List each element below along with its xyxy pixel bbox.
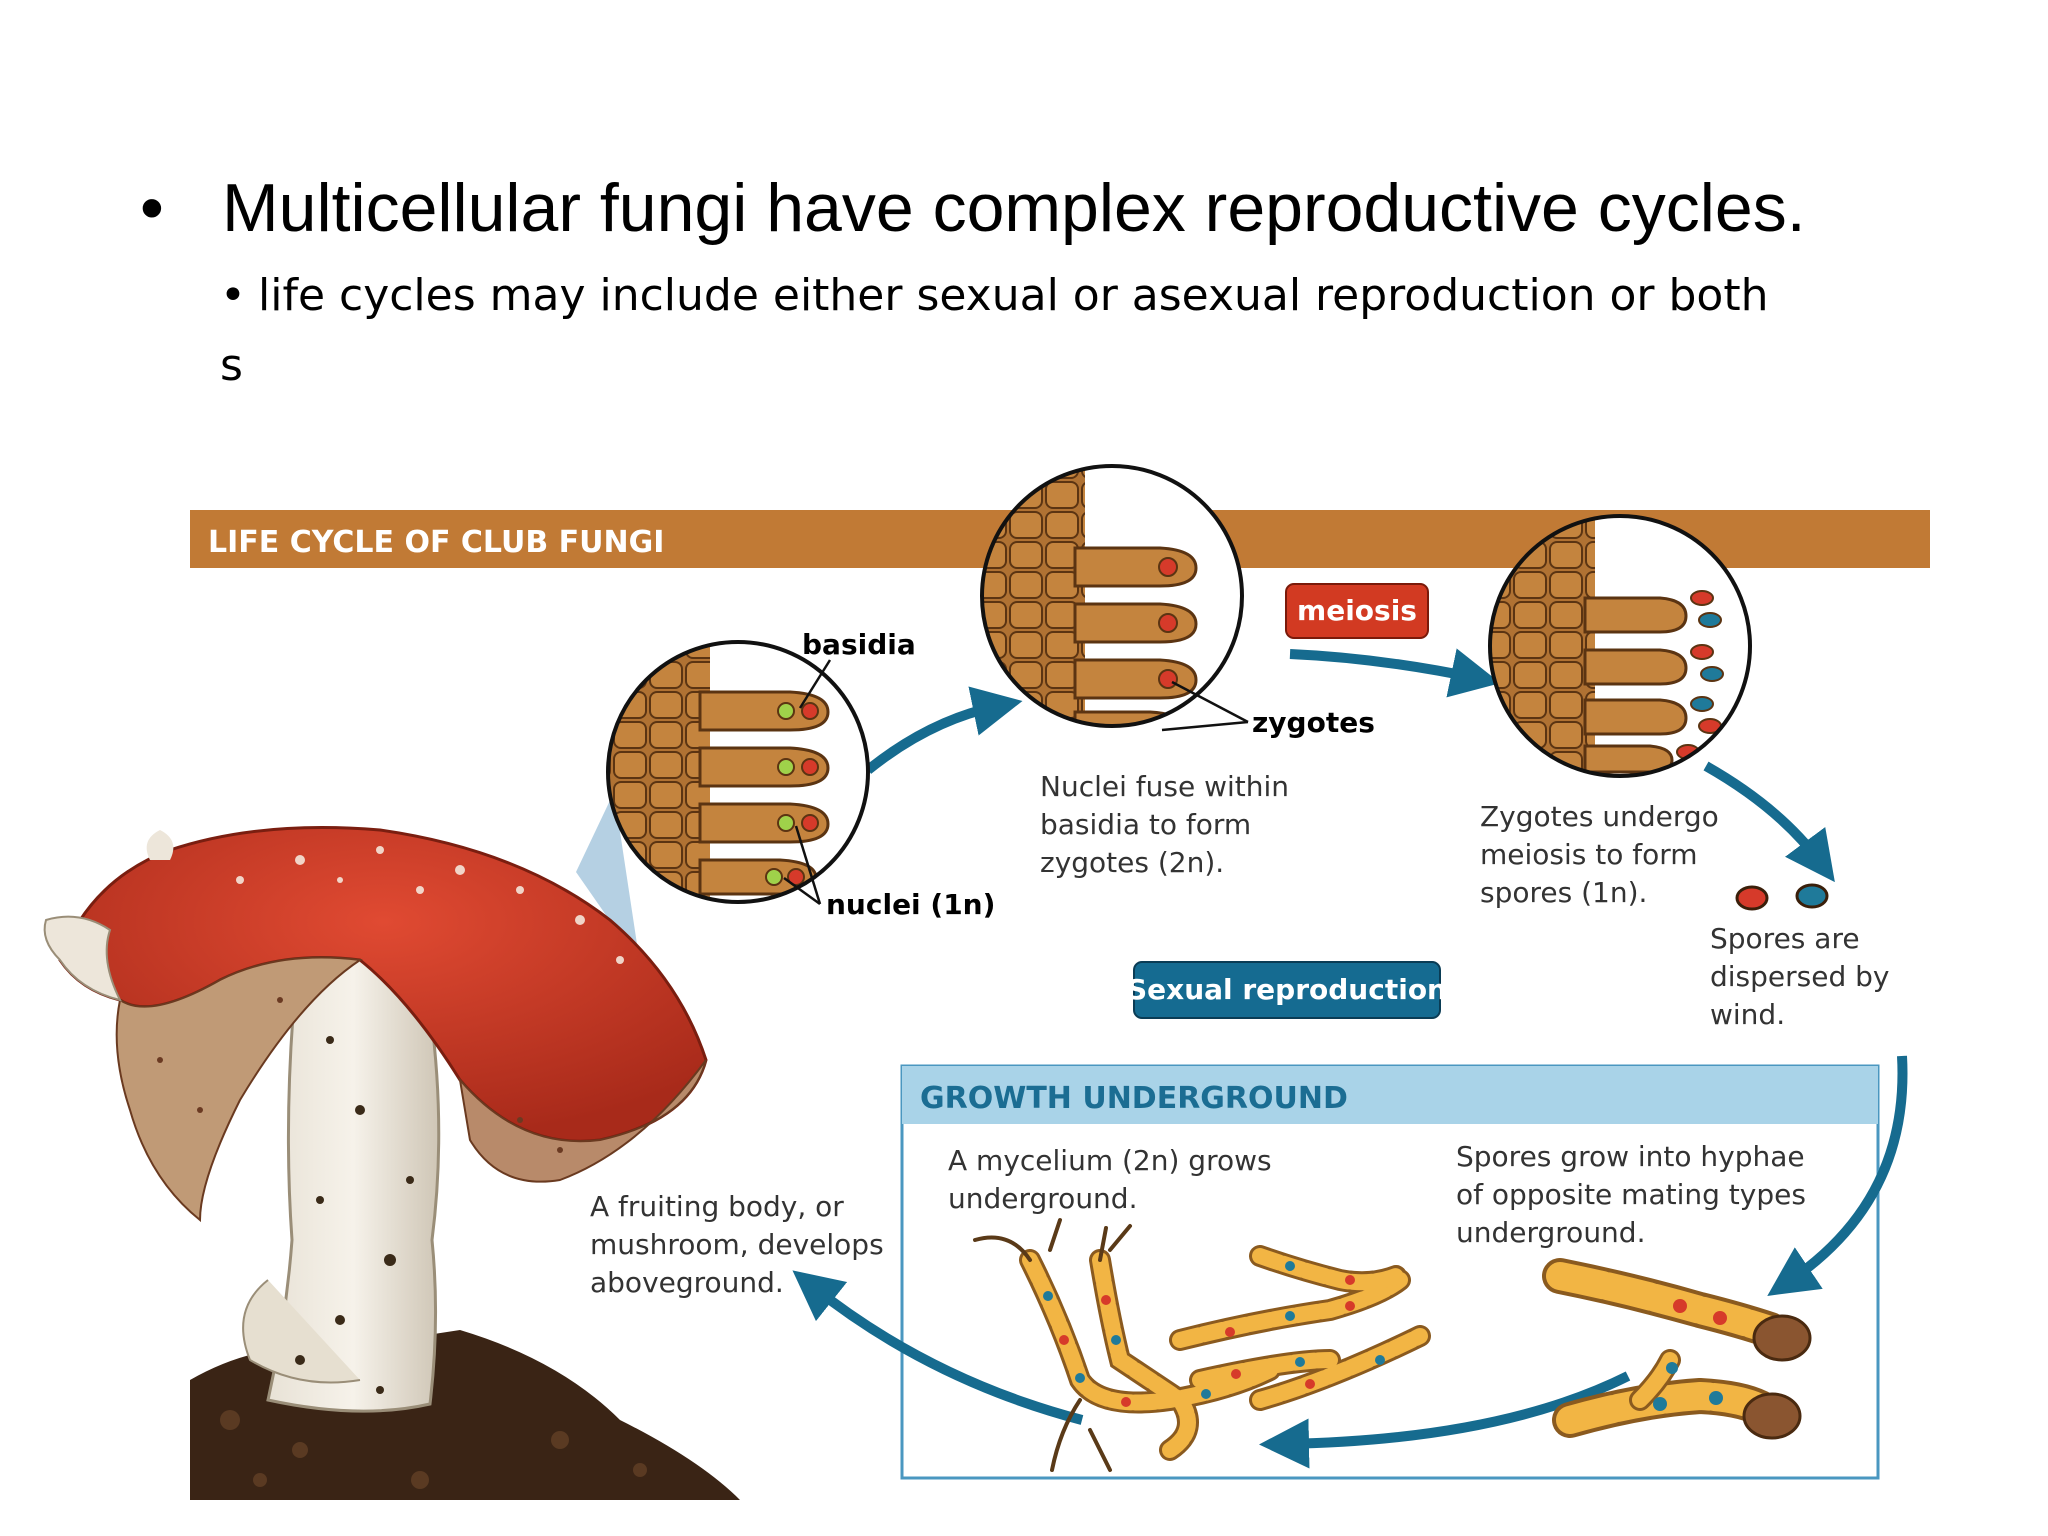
basidia-pointer (798, 659, 832, 709)
caption-hyphae-line-3: underground. (1456, 1216, 1645, 1249)
arrow-fuse (864, 686, 1023, 774)
dispersed-spores (1735, 883, 1829, 911)
sexual-reproduction-badge (1133, 961, 1441, 1019)
caption-mycelium-line-2: underground. (948, 1182, 1137, 1215)
label-sexual-reproduction: Sexual reproduction (1127, 973, 1447, 1006)
banner-title: LIFE CYCLE OF CLUB FUNGI (208, 525, 664, 560)
caption-mycelium-line-1: A mycelium (2n) grows (948, 1144, 1272, 1177)
zygotes-inset (980, 464, 1244, 728)
slide-heading: Multicellular fungi have complex reprodu… (222, 170, 1806, 246)
arrow-germinate (1767, 1055, 1908, 1296)
germinating-hyphae (1542, 1258, 1812, 1440)
stray-text: s (220, 340, 243, 391)
arrow-meiosis (1289, 648, 1501, 698)
caption-mycelium: A mycelium (2n) grows underground. (948, 1144, 1272, 1215)
meiosis-badge (1285, 583, 1429, 639)
label-meiosis: meiosis (1297, 594, 1417, 627)
basidia-inset (606, 640, 870, 904)
zoom-cone (576, 792, 640, 964)
caption-fuse-line-3: zygotes (2n). (1040, 846, 1224, 879)
caption-dispersed: Spores are dispersed by wind. (1710, 922, 1889, 1031)
caption-fuse: Nuclei fuse within basidia to form zygot… (1040, 770, 1289, 879)
nuclei-pointer-b (783, 876, 821, 906)
zygotes-pointer-b (1161, 720, 1249, 732)
caption-hyphae-line-2: of opposite mating types (1456, 1178, 1806, 1211)
caption-fuse-line-2: basidia to form (1040, 808, 1251, 841)
caption-fuse-line-1: Nuclei fuse within (1040, 770, 1289, 803)
sub-bullet-dot: • (220, 270, 246, 321)
arrow-fuse-hyphae (1259, 1371, 1631, 1469)
label-zygotes: zygotes (1252, 706, 1375, 739)
label-basidia: basidia (802, 628, 916, 661)
caption-fruiting-line-3: aboveground. (590, 1266, 784, 1299)
bullet-dot: • (140, 170, 164, 246)
caption-fruiting-line-1: A fruiting body, or (590, 1190, 844, 1223)
caption-dispersed-line-2: dispersed by (1710, 960, 1889, 993)
caption-meiosis-line-3: spores (1n). (1480, 876, 1647, 909)
caption-fruiting: A fruiting body, or mushroom, develops a… (590, 1190, 884, 1299)
nuclei-pointer-a (794, 825, 822, 905)
caption-hyphae: Spores grow into hyphae of opposite mati… (1456, 1140, 1806, 1249)
arrow-dispersal (1703, 761, 1835, 883)
sub-bullet-text: life cycles may include either sexual or… (258, 270, 1769, 321)
caption-hyphae-line-1: Spores grow into hyphae (1456, 1140, 1805, 1173)
caption-fruiting-line-2: mushroom, develops (590, 1228, 884, 1261)
growth-underground-header (902, 1066, 1878, 1124)
zygotes-pointer-a (1171, 680, 1249, 724)
label-nuclei: nuclei (1n) (826, 888, 995, 921)
caption-meiosis-line-2: meiosis to form (1480, 838, 1698, 871)
mushroom-illustration (43, 826, 740, 1500)
caption-meiosis: Zygotes undergo meiosis to form spores (… (1480, 800, 1719, 909)
caption-meiosis-line-1: Zygotes undergo (1480, 800, 1719, 833)
caption-dispersed-line-1: Spores are (1710, 922, 1860, 955)
mycelium-network (973, 1218, 1431, 1472)
growth-underground-title: GROWTH UNDERGROUND (920, 1081, 1348, 1116)
arrow-fruiting (792, 1270, 1084, 1425)
caption-dispersed-line-3: wind. (1710, 998, 1785, 1031)
